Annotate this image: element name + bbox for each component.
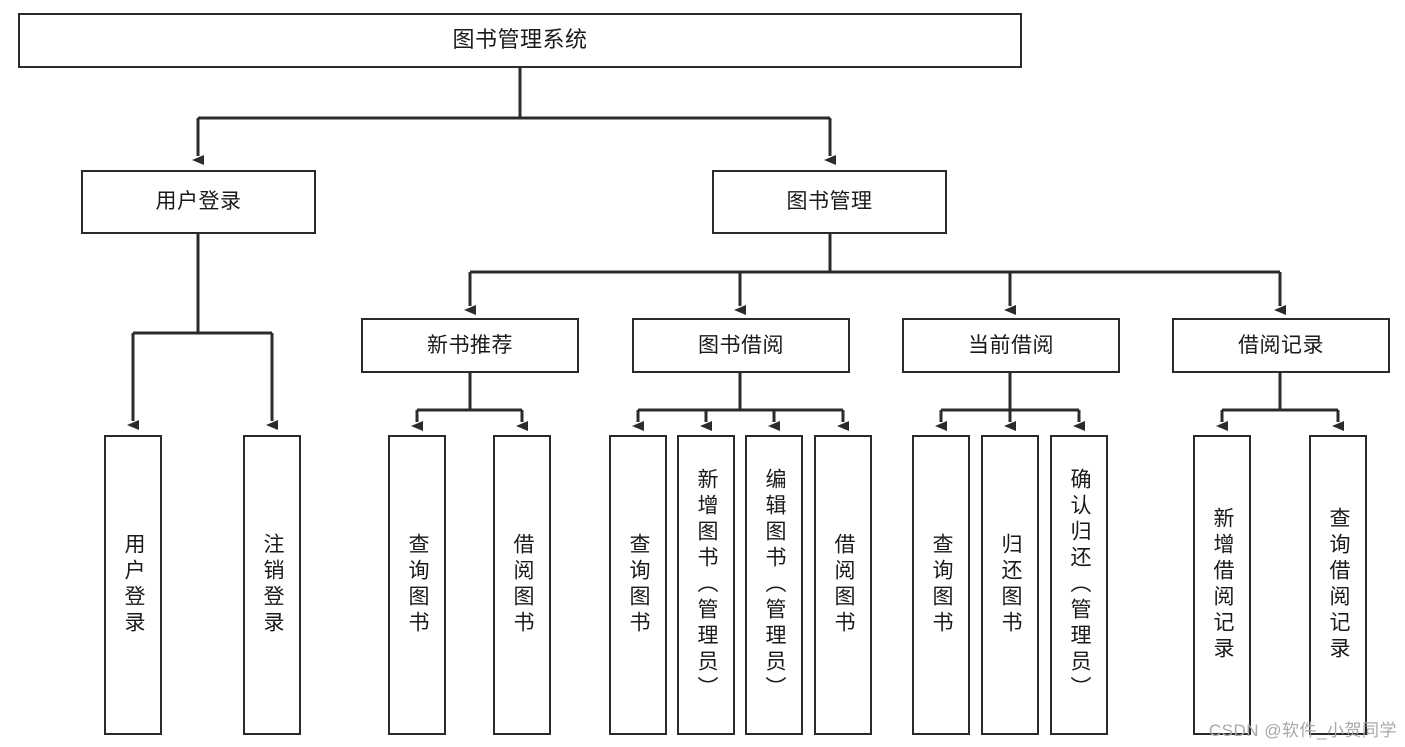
node-label: 查询图书 (406, 533, 430, 637)
node-label: 查询图书 (930, 533, 954, 637)
node-leaf-user-login[interactable]: 用户登录 (104, 435, 162, 735)
node-label: 图书管理 (786, 190, 873, 214)
node-label: 图书管理系统 (452, 27, 588, 53)
node-leaf-logout[interactable]: 注销登录 (243, 435, 301, 735)
node-current-borrow[interactable]: 当前借阅 (902, 318, 1120, 373)
node-borrow-record[interactable]: 借阅记录 (1172, 318, 1390, 373)
node-root-system[interactable]: 图书管理系统 (18, 13, 1022, 68)
node-user-login[interactable]: 用户登录 (81, 170, 316, 234)
node-label: 图书借阅 (698, 333, 784, 357)
node-label: 新增借阅记录 (1211, 507, 1235, 663)
node-label: 查询借阅记录 (1327, 507, 1351, 663)
node-label: 当前借阅 (968, 333, 1054, 357)
node-label: 编辑图书（管理员） (763, 468, 787, 702)
node-leaf-borrow-book[interactable]: 借阅图书 (814, 435, 872, 735)
watermark-text: CSDN @软件_小贺同学 (1208, 721, 1397, 740)
node-leaf-query-borrow-record[interactable]: 查询借阅记录 (1309, 435, 1367, 735)
node-book-management[interactable]: 图书管理 (712, 170, 947, 234)
node-label: 新书推荐 (427, 333, 513, 357)
node-label: 归还图书 (999, 533, 1023, 637)
node-label: 用户登录 (155, 190, 242, 214)
node-leaf-edit-book-admin[interactable]: 编辑图书（管理员） (745, 435, 803, 735)
node-leaf-add-book-admin[interactable]: 新增图书（管理员） (677, 435, 735, 735)
node-label: 借阅图书 (511, 533, 535, 637)
node-leaf-query-book-recommend[interactable]: 查询图书 (388, 435, 446, 735)
node-new-book-recommend[interactable]: 新书推荐 (361, 318, 579, 373)
node-label: 新增图书（管理员） (695, 468, 719, 702)
node-leaf-borrow-book-recommend[interactable]: 借阅图书 (493, 435, 551, 735)
node-label: 借阅图书 (832, 533, 856, 637)
node-label: 借阅记录 (1238, 333, 1324, 357)
node-leaf-add-borrow-record[interactable]: 新增借阅记录 (1193, 435, 1251, 735)
node-label: 注销登录 (261, 533, 285, 637)
node-book-borrow[interactable]: 图书借阅 (632, 318, 850, 373)
node-leaf-confirm-return-admin[interactable]: 确认归还（管理员） (1050, 435, 1108, 735)
node-label: 确认归还（管理员） (1068, 468, 1092, 702)
node-leaf-return-book[interactable]: 归还图书 (981, 435, 1039, 735)
node-leaf-query-book-borrow[interactable]: 查询图书 (609, 435, 667, 735)
node-leaf-query-book-current[interactable]: 查询图书 (912, 435, 970, 735)
node-label: 用户登录 (122, 533, 146, 637)
node-label: 查询图书 (627, 533, 651, 637)
